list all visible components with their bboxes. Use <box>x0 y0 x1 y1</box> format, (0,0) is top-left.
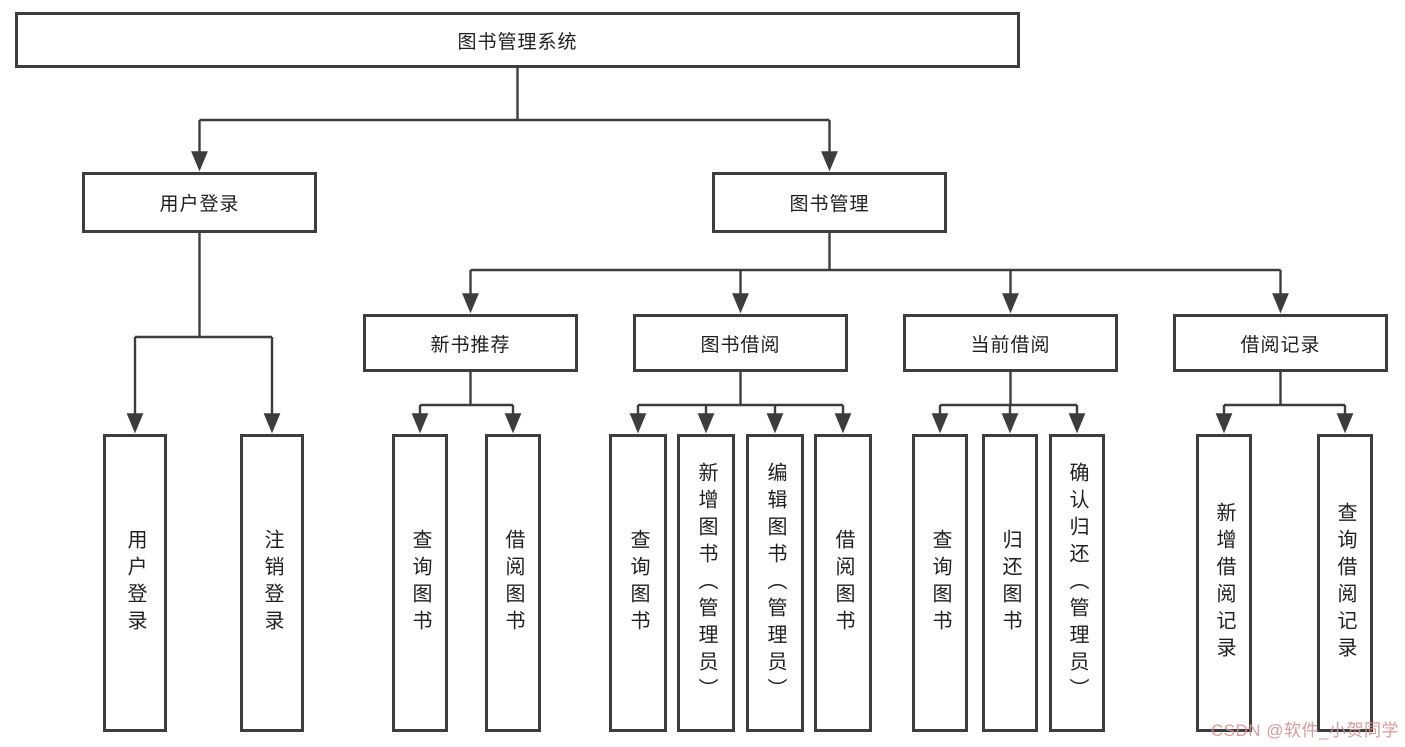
leaf-edit-book-admin: 编辑图书（管理员） <box>746 434 804 732</box>
node-label: 新增图书（管理员） <box>695 461 717 705</box>
leaf-query-books-recommendation: 查询图书 <box>392 434 448 732</box>
node-label: 图书借阅 <box>700 334 781 356</box>
leaf-borrow-books-recommendation: 借阅图书 <box>485 434 541 732</box>
node-label: 新书推荐 <box>430 334 511 356</box>
leaf-add-borrow-record: 新增借阅记录 <box>1196 434 1252 732</box>
node-label: 归还图书 <box>999 529 1021 637</box>
node-label: 借阅记录 <box>1240 334 1321 356</box>
node-label: 借阅图书 <box>832 529 854 637</box>
watermark: CSDN @软件_小贺同学 <box>1210 721 1399 740</box>
node-user-login: 用户登录 <box>82 172 317 233</box>
leaf-borrow-books: 借阅图书 <box>814 434 872 732</box>
leaf-return-books: 归还图书 <box>982 434 1038 732</box>
node-book-borrowing: 图书借阅 <box>633 314 848 372</box>
node-new-book-recommendation: 新书推荐 <box>363 314 578 372</box>
node-label: 查询借阅记录 <box>1334 502 1356 664</box>
node-current-borrowing: 当前借阅 <box>903 314 1118 372</box>
node-label: 借阅图书 <box>502 529 524 637</box>
node-label: 当前借阅 <box>970 334 1051 356</box>
node-label: 图书管理系统 <box>457 31 578 53</box>
leaf-query-books-borrowing: 查询图书 <box>609 434 667 732</box>
node-label: 用户登录 <box>159 194 240 215</box>
node-label: 查询图书 <box>929 529 951 637</box>
leaf-query-borrow-record: 查询借阅记录 <box>1317 434 1373 732</box>
leaf-user-login: 用户登录 <box>103 434 167 732</box>
node-label: 用户登录 <box>124 529 146 637</box>
node-label: 编辑图书（管理员） <box>764 461 786 705</box>
leaf-confirm-return-admin: 确认归还（管理员） <box>1049 434 1105 732</box>
leaf-add-book-admin: 新增图书（管理员） <box>677 434 735 732</box>
node-book-management: 图书管理 <box>712 172 947 233</box>
node-library-management-system: 图书管理系统 <box>15 12 1020 68</box>
node-label: 查询图书 <box>409 529 431 637</box>
leaf-logout: 注销登录 <box>240 434 304 732</box>
node-label: 新增借阅记录 <box>1213 502 1235 664</box>
leaf-query-books-current: 查询图书 <box>912 434 968 732</box>
node-label: 查询图书 <box>627 529 649 637</box>
node-label: 图书管理 <box>789 194 870 215</box>
node-borrowing-records: 借阅记录 <box>1173 314 1388 372</box>
node-label: 注销登录 <box>261 529 283 637</box>
node-label: 确认归还（管理员） <box>1066 461 1088 705</box>
